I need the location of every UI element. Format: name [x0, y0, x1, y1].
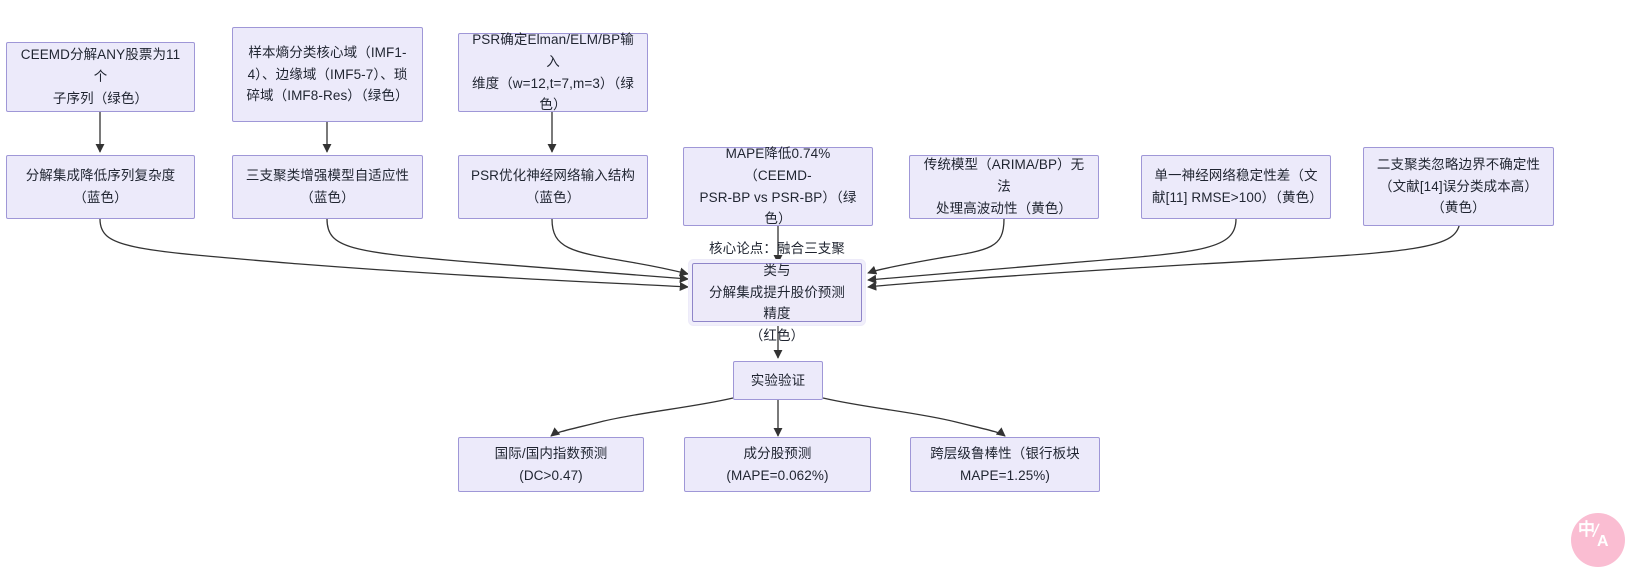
node-label: MAPE降低0.74%（CEEMD- PSR-BP vs PSR-BP）（绿 色…: [699, 145, 857, 227]
node-ceemd-decomposition[interactable]: CEEMD分解ANY股票为11个 子序列（绿色）: [6, 42, 195, 112]
watermark-cn-char: 中: [1578, 520, 1595, 539]
node-sample-entropy-classification[interactable]: 样本熵分类核心域（IMF1- 4）、边缘域（IMF5-7）、琐 碎域（IMF8-…: [232, 27, 423, 122]
node-label: PSR确定Elman/ELM/BP输入 维度（w=12,t=7,m=3）（绿 色…: [472, 31, 634, 113]
node-label: PSR优化神经网络输入结构 （蓝色）: [470, 168, 636, 205]
node-label: 单一神经网络稳定性差（文 献[11] RMSE>100）（黄色）: [1152, 168, 1323, 205]
node-label: 三支聚类增强模型自适应性 （蓝色）: [245, 168, 410, 205]
node-label: 国际/国内指数预测 (DC>0.47): [494, 445, 608, 483]
node-three-way-clustering-adaptivity[interactable]: 三支聚类增强模型自适应性 （蓝色）: [232, 155, 423, 219]
node-core-thesis[interactable]: 核心论点：融合三支聚类与 分解集成提升股价预测精度 （红色）: [689, 241, 865, 343]
node-psr-optimizes-nn-input[interactable]: PSR优化神经网络输入结构 （蓝色）: [458, 155, 648, 219]
node-psr-input-dimension[interactable]: PSR确定Elman/ELM/BP输入 维度（w=12,t=7,m=3）（绿 色…: [458, 32, 648, 112]
translate-watermark-icon: 中 / A: [1571, 513, 1625, 567]
node-experimental-validation[interactable]: 实验验证: [733, 361, 823, 400]
node-index-forecast[interactable]: 国际/国内指数预测 (DC>0.47): [458, 437, 644, 492]
node-single-nn-instability[interactable]: 单一神经网络稳定性差（文 献[11] RMSE>100）（黄色）: [1141, 155, 1331, 219]
node-label: CEEMD分解ANY股票为11个 子序列（绿色）: [20, 47, 181, 106]
node-two-way-clustering-boundary[interactable]: 二支聚类忽略边界不确定性 （文献[14]误分类成本高） （黄色）: [1363, 147, 1554, 226]
node-cross-level-robustness[interactable]: 跨层级鲁棒性（银行板块 MAPE=1.25%): [910, 437, 1100, 492]
watermark-inner: 中 / A: [1578, 520, 1618, 560]
edge-exp-b1: [550, 397, 734, 437]
node-label: 分解集成降低序列复杂度 （蓝色）: [25, 168, 176, 205]
node-label: 跨层级鲁棒性（银行板块 MAPE=1.25%): [930, 445, 1080, 483]
edge-m1-core: [99, 218, 689, 292]
edge-m3-core: [551, 218, 689, 277]
node-traditional-models-limitation[interactable]: 传统模型（ARIMA/BP）无法 处理高波动性（黄色）: [909, 155, 1099, 219]
edge-m2-core: [326, 218, 689, 283]
node-label: 成分股预测 (MAPE=0.062%): [726, 445, 829, 483]
node-label: 传统模型（ARIMA/BP）无法 处理高波动性（黄色）: [923, 157, 1085, 216]
node-label: 样本熵分类核心域（IMF1- 4）、边缘域（IMF5-7）、琐 碎域（IMF8-…: [246, 44, 409, 104]
edge-m6-core: [867, 218, 1237, 284]
edge-m5-core: [867, 218, 1005, 275]
watermark-a-char: A: [1597, 533, 1609, 550]
node-label: 核心论点：融合三支聚类与 分解集成提升股价预测精度 （红色）: [709, 240, 845, 344]
edge-exp-b3: [822, 397, 1006, 437]
node-decomposition-reduces-complexity[interactable]: 分解集成降低序列复杂度 （蓝色）: [6, 155, 195, 219]
edge-m7-core: [867, 218, 1461, 291]
node-label: 实验验证: [750, 372, 806, 388]
node-label: 二支聚类忽略边界不确定性 （文献[14]误分类成本高） （黄色）: [1376, 156, 1541, 216]
node-mape-reduction[interactable]: MAPE降低0.74%（CEEMD- PSR-BP vs PSR-BP）（绿 色…: [683, 146, 873, 226]
node-constituent-stock-forecast[interactable]: 成分股预测 (MAPE=0.062%): [684, 437, 871, 492]
